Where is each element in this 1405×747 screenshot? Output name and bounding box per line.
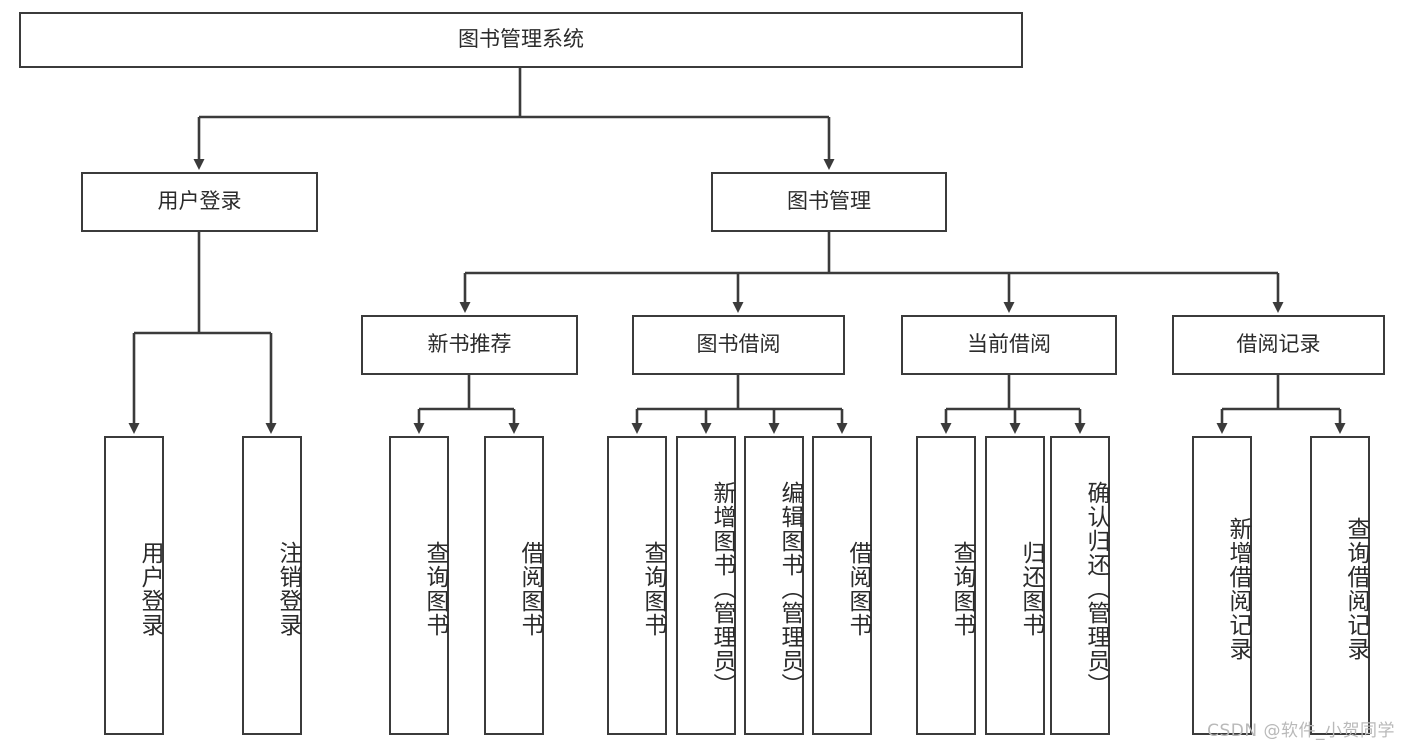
leaf-user-login-login[interactable]: 用户登录 — [104, 436, 164, 735]
node-label: 编辑图书（管理员） — [777, 480, 803, 697]
csdn-watermark: CSDN @软件_小贺同学 — [1207, 721, 1395, 741]
node-label: 借阅记录 — [1236, 332, 1321, 357]
node-root-book-management-system[interactable]: 图书管理系统 — [19, 12, 1023, 68]
node-label: 查询图书 — [640, 540, 666, 637]
leaf-current-borrow-return-book[interactable]: 归还图书 — [985, 436, 1045, 735]
node-label: 图书管理系统 — [458, 27, 584, 52]
node-label: 查询图书 — [949, 540, 975, 637]
node-label: 借阅图书 — [845, 540, 871, 637]
node-label: 图书借阅 — [696, 332, 781, 357]
node-label: 归还图书 — [1018, 540, 1044, 637]
node-label: 查询图书 — [422, 540, 448, 637]
leaf-current-borrow-query-book[interactable]: 查询图书 — [916, 436, 976, 735]
node-label: 新书推荐 — [427, 332, 512, 357]
leaf-new-book-query-book[interactable]: 查询图书 — [389, 436, 449, 735]
node-label: 新增图书（管理员） — [709, 480, 735, 697]
node-label: 新增借阅记录 — [1225, 516, 1251, 661]
node-new-book-recommend[interactable]: 新书推荐 — [361, 315, 578, 375]
node-label: 当前借阅 — [967, 332, 1051, 357]
node-label: 用户登录 — [157, 189, 242, 214]
node-borrow-record[interactable]: 借阅记录 — [1172, 315, 1385, 375]
leaf-borrow-record-query-record[interactable]: 查询借阅记录 — [1310, 436, 1370, 735]
node-label: 确认归还（管理员） — [1083, 480, 1109, 697]
leaf-borrow-record-add-record[interactable]: 新增借阅记录 — [1192, 436, 1252, 735]
leaf-book-borrow-borrow-book[interactable]: 借阅图书 — [812, 436, 872, 735]
leaf-current-borrow-confirm-return-admin[interactable]: 确认归还（管理员） — [1050, 436, 1110, 735]
node-label: 查询借阅记录 — [1343, 516, 1369, 661]
node-book-management[interactable]: 图书管理 — [711, 172, 947, 232]
leaf-book-borrow-edit-book-admin[interactable]: 编辑图书（管理员） — [744, 436, 804, 735]
node-label: 注销登录 — [275, 540, 301, 637]
node-label: 图书管理 — [787, 189, 871, 214]
leaf-book-borrow-query-book[interactable]: 查询图书 — [607, 436, 667, 735]
node-user-login[interactable]: 用户登录 — [81, 172, 318, 232]
node-label: 借阅图书 — [517, 540, 543, 637]
node-label: 用户登录 — [137, 540, 163, 637]
leaf-user-login-logout[interactable]: 注销登录 — [242, 436, 302, 735]
leaf-book-borrow-add-book-admin[interactable]: 新增图书（管理员） — [676, 436, 736, 735]
node-current-borrow[interactable]: 当前借阅 — [901, 315, 1117, 375]
node-book-borrow[interactable]: 图书借阅 — [632, 315, 845, 375]
leaf-new-book-borrow-book[interactable]: 借阅图书 — [484, 436, 544, 735]
